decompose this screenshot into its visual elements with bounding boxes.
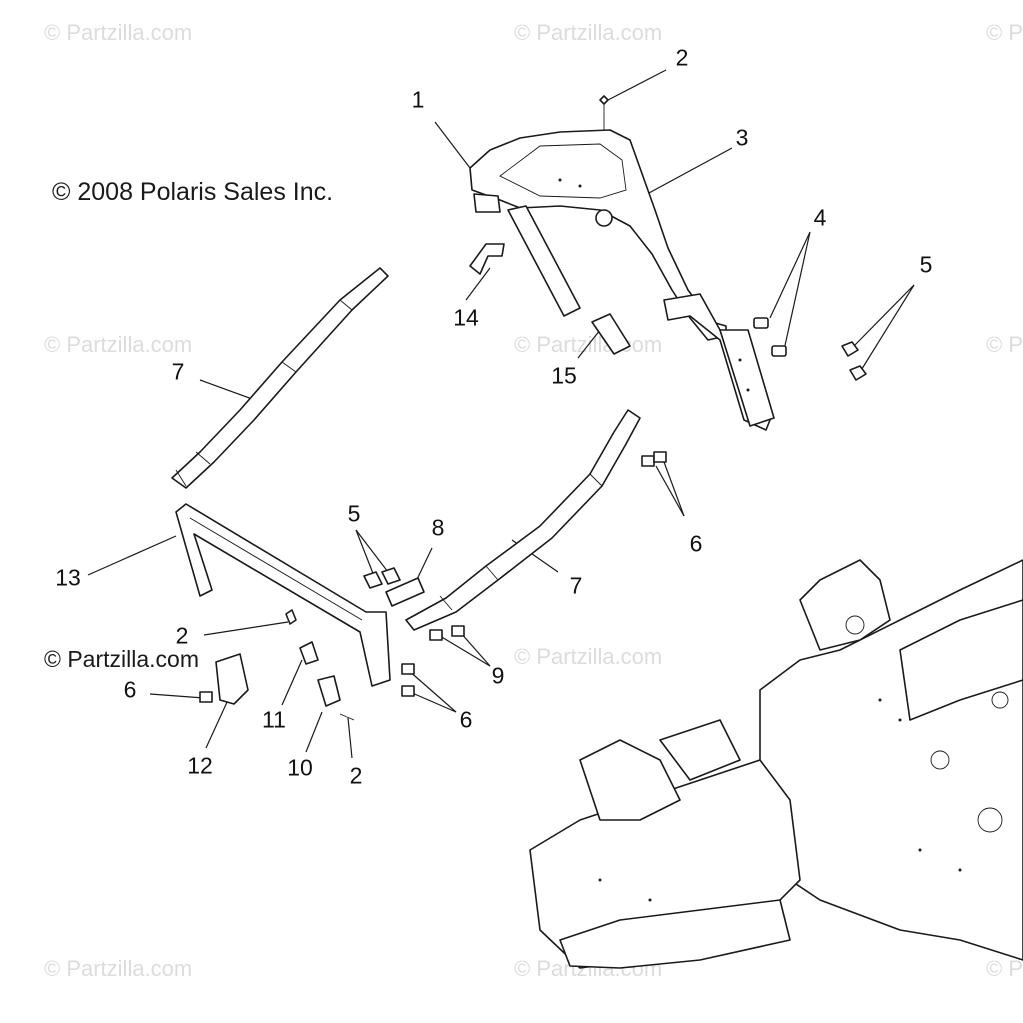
clips-parts-14-15 [469, 243, 631, 355]
callout-label: 1 [411, 86, 425, 113]
callout-label: 12 [187, 752, 213, 779]
callout-label: 11 [262, 706, 286, 733]
callout-label: 6 [459, 706, 473, 733]
watermark: © Partzilla.com [986, 332, 1023, 357]
callout-label: 7 [171, 358, 185, 385]
watermark: © Partzilla.com [514, 644, 663, 669]
tube-part-7-left [171, 267, 389, 489]
callout-label: 2 [675, 44, 689, 71]
lower-brackets-and-bolts [199, 451, 667, 721]
watermark: © Partzilla.com [514, 20, 663, 45]
tube-part-7-right [405, 409, 641, 631]
watermark: © Partzilla.com [44, 956, 193, 981]
callout-label: 6 [689, 530, 703, 557]
callout-label: 10 [287, 754, 313, 781]
callout-label: 5 [919, 251, 933, 278]
upper-front-frame-part-1 [469, 129, 775, 431]
callout-label: 9 [491, 662, 505, 689]
callout-label: 2 [349, 762, 363, 789]
upper-fasteners [595, 95, 867, 381]
watermark: © Partzilla.com [986, 20, 1023, 45]
watermark: © Partzilla.com [44, 20, 193, 45]
watermark: © Partzilla.com [986, 956, 1023, 981]
site-mark: © Partzilla.com [44, 646, 199, 672]
main-chassis [529, 559, 1023, 969]
watermark: © Partzilla.com [44, 332, 193, 357]
callout-label: 4 [813, 204, 827, 231]
callout-label: 13 [55, 564, 81, 591]
callout-label: 3 [735, 124, 749, 151]
callout-label: 5 [347, 500, 361, 527]
callout-label: 15 [551, 362, 577, 389]
copyright-notice: © 2008 Polaris Sales Inc. [52, 178, 334, 206]
callout-label: 6 [123, 676, 137, 703]
callout-label: 14 [453, 304, 479, 331]
crossbar-part-13 [175, 503, 391, 687]
callout-label: 7 [569, 572, 583, 599]
callout-label: 2 [175, 622, 189, 649]
callout-label: 8 [431, 514, 445, 541]
